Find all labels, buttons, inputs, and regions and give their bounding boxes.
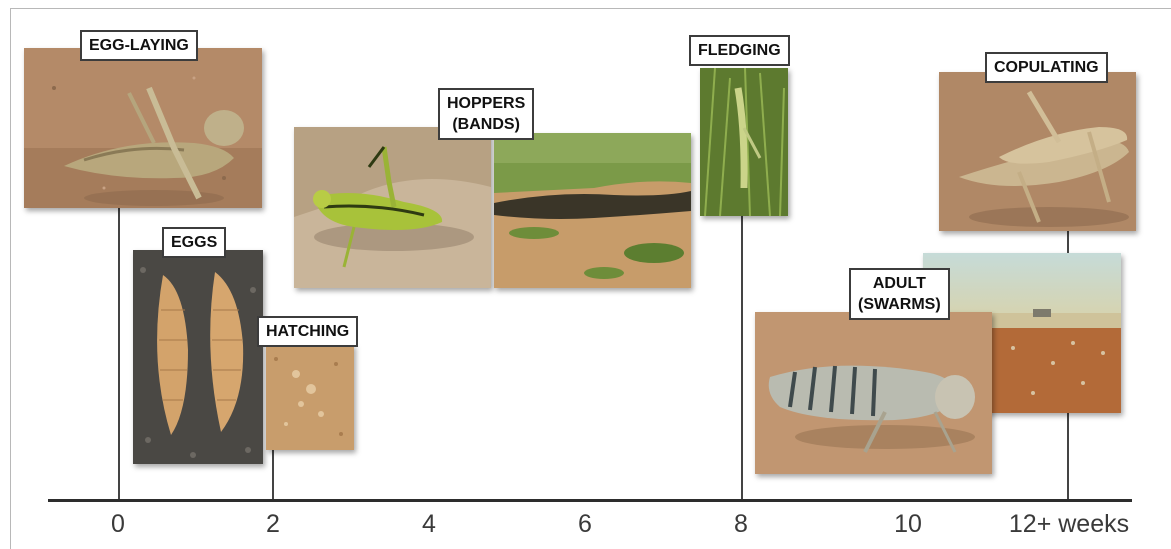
tick-label-8: 8	[734, 510, 748, 539]
connector-egg-laying	[118, 205, 120, 500]
hopper-bands-photo	[494, 133, 691, 288]
hoppers-label: HOPPERS(BANDS)	[438, 88, 534, 140]
fledging-label: FLEDGING	[689, 35, 790, 66]
hatching-photo	[266, 344, 354, 450]
egg-laying-label: EGG-LAYING	[80, 30, 198, 61]
adult-label: ADULT(SWARMS)	[849, 268, 950, 320]
tick-label-0: 0	[111, 510, 125, 539]
adult-photo	[755, 312, 992, 474]
tick-label-10: 10	[894, 510, 922, 539]
egg-laying-photo	[24, 48, 262, 208]
tick-label-2: 2	[266, 510, 280, 539]
tick-label-6: 6	[578, 510, 592, 539]
hopper-photo	[294, 127, 491, 288]
copulating-label: COPULATING	[985, 52, 1108, 83]
tick-label-4: 4	[422, 510, 436, 539]
fledging-photo	[700, 68, 788, 216]
hatching-label: HATCHING	[257, 316, 358, 347]
copulating-photo	[939, 72, 1136, 231]
eggs-label: EGGS	[162, 227, 226, 258]
timeline-axis	[48, 499, 1132, 502]
connector-hatching	[272, 448, 274, 500]
eggs-photo	[133, 250, 263, 464]
tick-label-12-weeks: 12+ weeks	[1009, 510, 1129, 539]
connector-fledging	[741, 214, 743, 500]
